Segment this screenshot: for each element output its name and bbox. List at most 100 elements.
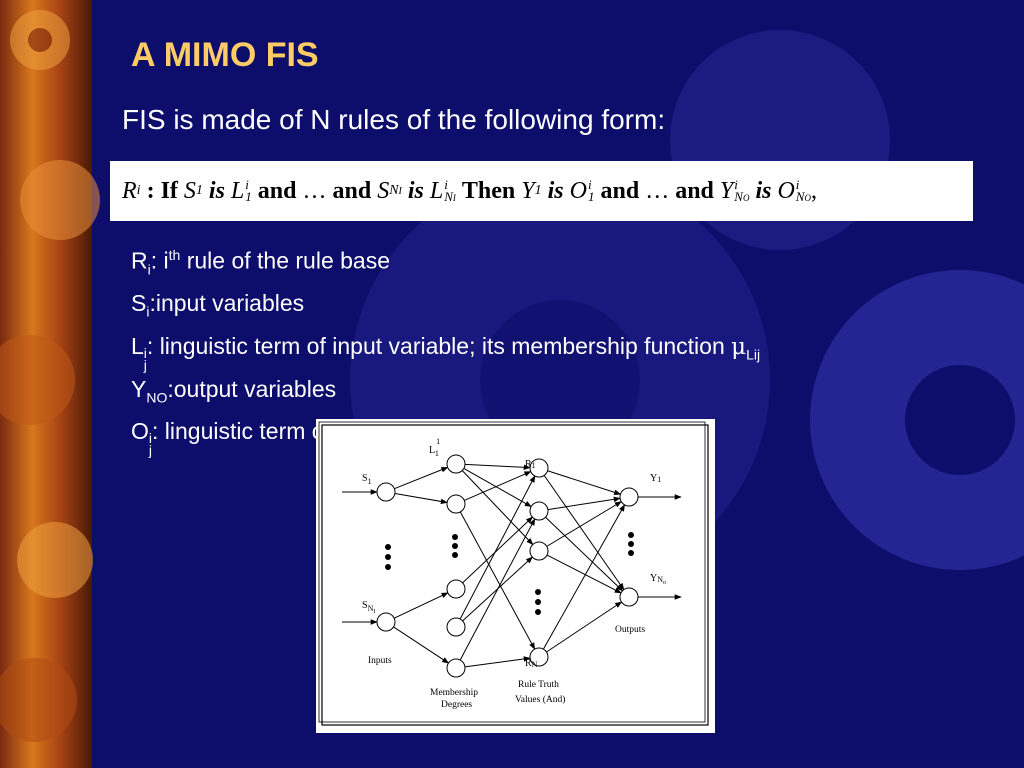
label-inputs: Inputs — [368, 656, 392, 666]
edge-mem-rule — [462, 516, 533, 584]
diagram-border — [321, 424, 709, 726]
network-nodes — [376, 454, 639, 678]
ellipsis-dot — [452, 552, 458, 558]
label-input-bottom: SNI — [362, 600, 375, 615]
label-membership-2: Degrees — [441, 700, 472, 710]
formula-colon: : — [140, 177, 161, 204]
edge-in-mem — [394, 493, 448, 505]
edge-rule-out — [546, 501, 622, 547]
label-rule-bottom: RN — [525, 658, 538, 669]
network-node — [529, 541, 549, 561]
ellipsis-dot — [452, 534, 458, 540]
edge-mem-rule — [464, 463, 531, 471]
ellipsis-dot — [535, 609, 541, 615]
network-node — [446, 454, 466, 474]
ellipsis-dots — [385, 532, 634, 615]
formula-o1: O — [569, 177, 587, 204]
formula-l1: L — [230, 177, 245, 204]
label-output-bottom: YNo — [650, 573, 666, 586]
formula-is-4: is — [755, 177, 772, 204]
edge-rule-out — [545, 516, 623, 592]
ellipsis-dot — [385, 564, 391, 570]
label-rule-2: Values (And) — [515, 694, 565, 705]
ellipsis-dot — [535, 599, 541, 605]
edge-in-mem — [394, 466, 449, 490]
formula-and-2: and — [332, 177, 372, 204]
formula-then: Then — [461, 177, 516, 204]
edge-mem-rule — [463, 467, 532, 508]
definition-rule: Ri: ith rule of the rule base — [131, 247, 391, 278]
network-node — [446, 617, 466, 637]
network-node — [446, 579, 466, 599]
network-node — [529, 647, 549, 667]
label-input-top: S1 — [362, 473, 372, 486]
formula-s1-sub: 1 — [195, 183, 203, 198]
ellipsis-dot — [385, 554, 391, 560]
label-rule-1: Rule Truth — [518, 680, 559, 690]
formula-and-1: and — [257, 177, 297, 204]
edge-in-mem — [393, 626, 450, 664]
definition-input: Si:input variables — [131, 290, 305, 320]
edge-mem-rule — [464, 471, 532, 501]
network-node — [529, 501, 549, 521]
formula-sni: S — [377, 177, 390, 204]
edge-rule-out — [546, 554, 622, 594]
edge-mem-rule — [459, 475, 536, 620]
formula-s1: S — [183, 177, 196, 204]
edge-mem-rule — [461, 470, 534, 545]
formula-sni-sub: NI — [389, 183, 402, 198]
ellipsis-dot — [628, 532, 634, 538]
label-outputs: Outputs — [615, 625, 645, 635]
edge-rule-out — [547, 496, 621, 511]
edge-rule-out — [546, 601, 623, 653]
formula-y1: Y — [521, 177, 535, 204]
left-strip-gears — [0, 10, 100, 742]
formula-end: , — [810, 177, 817, 204]
formula-is-1: is — [208, 177, 225, 204]
edge-mem-rule — [459, 511, 536, 650]
formula-y1-sub: 1 — [534, 183, 542, 198]
label-output-top: Y1 — [650, 473, 661, 484]
formula-yno: Y — [719, 177, 734, 204]
edge-mem-rule — [459, 518, 536, 661]
network-node — [619, 587, 639, 607]
formula-ono: O — [777, 177, 795, 204]
edge-mem-rule — [464, 656, 531, 668]
network-node — [446, 658, 466, 678]
slide-title: A MIMO FIS — [131, 36, 319, 74]
diagram-border-shadow — [318, 421, 706, 723]
edge-rule-out — [542, 504, 626, 650]
network-node — [376, 612, 396, 632]
network-node — [446, 494, 466, 514]
formula-is-3: is — [547, 177, 564, 204]
network-edges — [342, 463, 682, 668]
formula-is-2: is — [407, 177, 424, 204]
network-node — [529, 458, 549, 478]
formula-rule-sub: i — [136, 183, 141, 198]
label-rule-top: R1 — [525, 459, 536, 470]
formula-rule: R — [122, 177, 137, 204]
ellipsis-dot — [452, 543, 458, 549]
formula-dots-1: … — [302, 177, 327, 204]
formula-lni: L — [429, 177, 444, 204]
network-node — [376, 482, 396, 502]
edge-rule-out — [543, 475, 625, 591]
network-node — [619, 487, 639, 507]
label-membership-1: Membership — [430, 688, 478, 698]
edge-in-mem — [393, 592, 449, 619]
ellipsis-dot — [628, 541, 634, 547]
formula-if: If — [160, 177, 178, 204]
formula-and-3: and — [600, 177, 640, 204]
ellipsis-dot — [628, 550, 634, 556]
formula-and-4: and — [675, 177, 714, 204]
definition-output: YNO:output variables — [131, 375, 337, 406]
ellipsis-dot — [535, 589, 541, 595]
